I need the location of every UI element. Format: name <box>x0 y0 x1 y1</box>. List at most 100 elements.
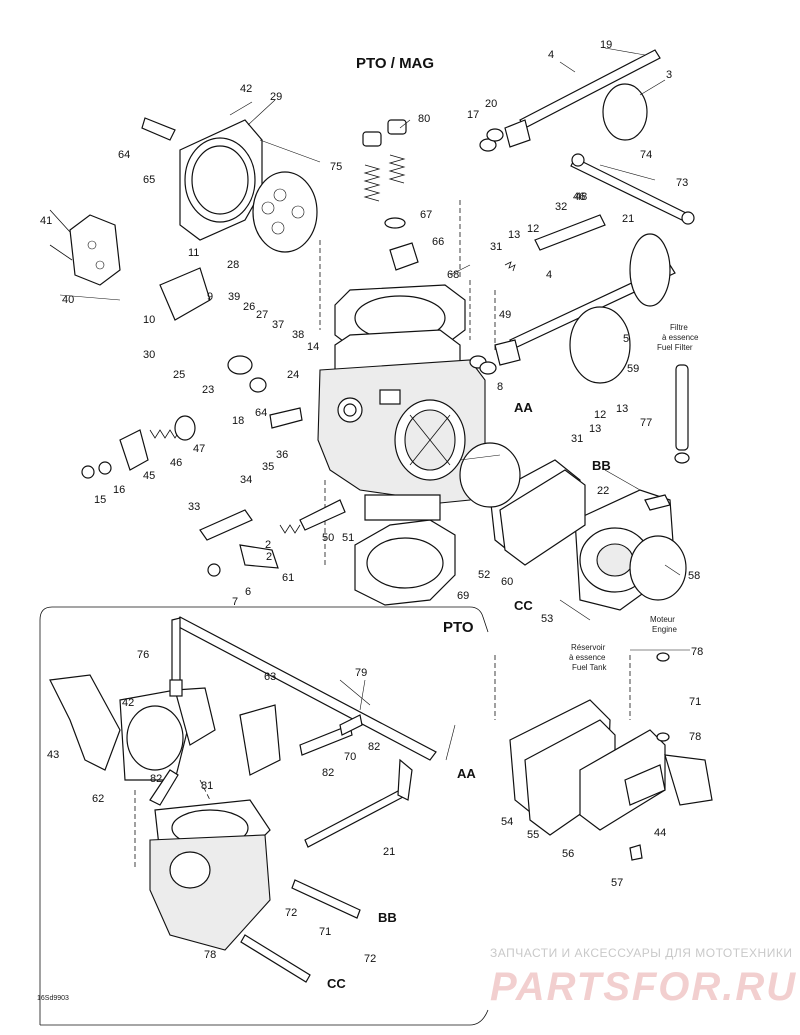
part-number: 77 <box>640 417 652 429</box>
part-number: 6 <box>245 586 251 598</box>
watermark-logo: PARTSFOR.RU <box>490 965 797 1009</box>
part-number: 66 <box>432 236 444 248</box>
ref-bb-upper: BB <box>592 458 611 473</box>
part-number: 47 <box>193 443 205 455</box>
needle-32 <box>504 214 606 272</box>
part-number: 81 <box>201 780 213 792</box>
part-number: 68 <box>447 269 459 281</box>
part-number: 46 <box>170 457 182 469</box>
part-number: 30 <box>143 349 155 361</box>
part-number: 69 <box>457 590 469 602</box>
upper-carburetor <box>317 200 496 606</box>
part-number: 61 <box>282 572 294 584</box>
part-number: 71 <box>689 696 701 708</box>
part-number: 72 <box>285 907 297 919</box>
tank-engine-parts <box>494 652 713 861</box>
part-number: 31 <box>490 241 502 253</box>
part-number: 32 <box>555 201 567 213</box>
part-number: 50 <box>322 532 334 544</box>
lower-carburetor <box>49 616 437 983</box>
part-number: 33 <box>188 501 200 513</box>
part-number: 76 <box>137 649 149 661</box>
part-number: 12 <box>527 223 539 235</box>
part-number: 41 <box>40 215 52 227</box>
part-number: 16 <box>113 484 125 496</box>
part-number: 56 <box>562 848 574 860</box>
part-number: 57 <box>611 877 623 889</box>
part-number: 3 <box>666 69 672 81</box>
part-number: 71 <box>319 926 331 938</box>
shaft-19 <box>479 49 661 152</box>
part-number: 42 <box>240 83 252 95</box>
svg-text:Réservoir: Réservoir <box>571 643 606 652</box>
part-number: 4 <box>548 49 554 61</box>
part-number: 51 <box>342 532 354 544</box>
part-number: 38 <box>292 329 304 341</box>
part-number: 11 <box>188 247 199 259</box>
part-number: 36 <box>276 449 288 461</box>
part-number: 24 <box>287 369 299 381</box>
part-number: 21 <box>383 846 395 858</box>
callout-leaders <box>59 47 690 761</box>
part-number: 37 <box>272 319 284 331</box>
part-number: 25 <box>173 369 185 381</box>
part-number: 35 <box>262 461 274 473</box>
engine-label: Moteur Engine <box>650 615 677 634</box>
ref-cc-upper: CC <box>514 598 533 613</box>
end-cap <box>49 209 121 286</box>
part-number: 63 <box>264 671 276 683</box>
part-number: 2 <box>265 539 271 551</box>
part-number: 45 <box>143 470 155 482</box>
part-number: 79 <box>355 667 367 679</box>
part-number: 19 <box>600 39 612 51</box>
part-number: 20 <box>485 98 497 110</box>
fuel-tank-label: Réservoir à essence Fuel Tank <box>569 643 608 672</box>
part-number: 55 <box>527 829 539 841</box>
pump-gaskets <box>459 442 586 566</box>
part-number: 82 <box>368 741 380 753</box>
part-number: 23 <box>202 384 214 396</box>
linkage-73 <box>570 153 695 225</box>
part-number: 78 <box>691 646 703 658</box>
part-number: 64 <box>118 149 130 161</box>
part-number: 49 <box>499 309 511 321</box>
part-number: 18 <box>232 415 244 427</box>
svg-text:Filtre: Filtre <box>670 323 688 332</box>
part-number: 2 <box>266 551 272 563</box>
part-number: 67 <box>420 209 432 221</box>
part-number: 82 <box>322 767 334 779</box>
diagram-code: 16Sd9903 <box>37 995 69 1002</box>
svg-text:à essence: à essence <box>662 333 699 342</box>
ref-cc-lower: CC <box>327 976 346 991</box>
part-number: 9 <box>207 291 213 303</box>
part-number: 28 <box>227 259 239 271</box>
svg-text:Engine: Engine <box>652 625 677 634</box>
diagram-title: PTO / MAG <box>356 55 434 72</box>
part-number: 78 <box>204 949 216 961</box>
part-number: 22 <box>597 485 609 497</box>
part-number: 12 <box>594 409 606 421</box>
part-number: 5 <box>623 333 629 345</box>
part-number: 10 <box>143 314 155 326</box>
part-number: 29 <box>270 91 282 103</box>
part-number: 64 <box>255 407 267 419</box>
part-number: 7 <box>232 596 238 608</box>
svg-text:à essence: à essence <box>569 653 606 662</box>
part-number: 31 <box>571 433 583 445</box>
part-number: 54 <box>501 816 513 828</box>
part-number: 80 <box>418 113 430 125</box>
part-number: 13 <box>616 403 628 415</box>
svg-text:Moteur: Moteur <box>650 615 675 624</box>
part-number: 8 <box>497 381 503 393</box>
part-number: 26 <box>243 301 255 313</box>
part-number: 74 <box>640 149 652 161</box>
fitting <box>384 217 419 271</box>
svg-text:Fuel Tank: Fuel Tank <box>572 663 608 672</box>
pto-frame <box>39 606 489 633</box>
watermark-caption: ЗАПЧАСТИ И АКСЕССУАРЫ ДЛЯ МОТОТЕХНИКИ <box>490 946 792 960</box>
part-number: 62 <box>92 793 104 805</box>
part-number: 53 <box>541 613 553 625</box>
part-number: 4 <box>546 269 552 281</box>
ref-aa-upper: AA <box>514 400 533 415</box>
